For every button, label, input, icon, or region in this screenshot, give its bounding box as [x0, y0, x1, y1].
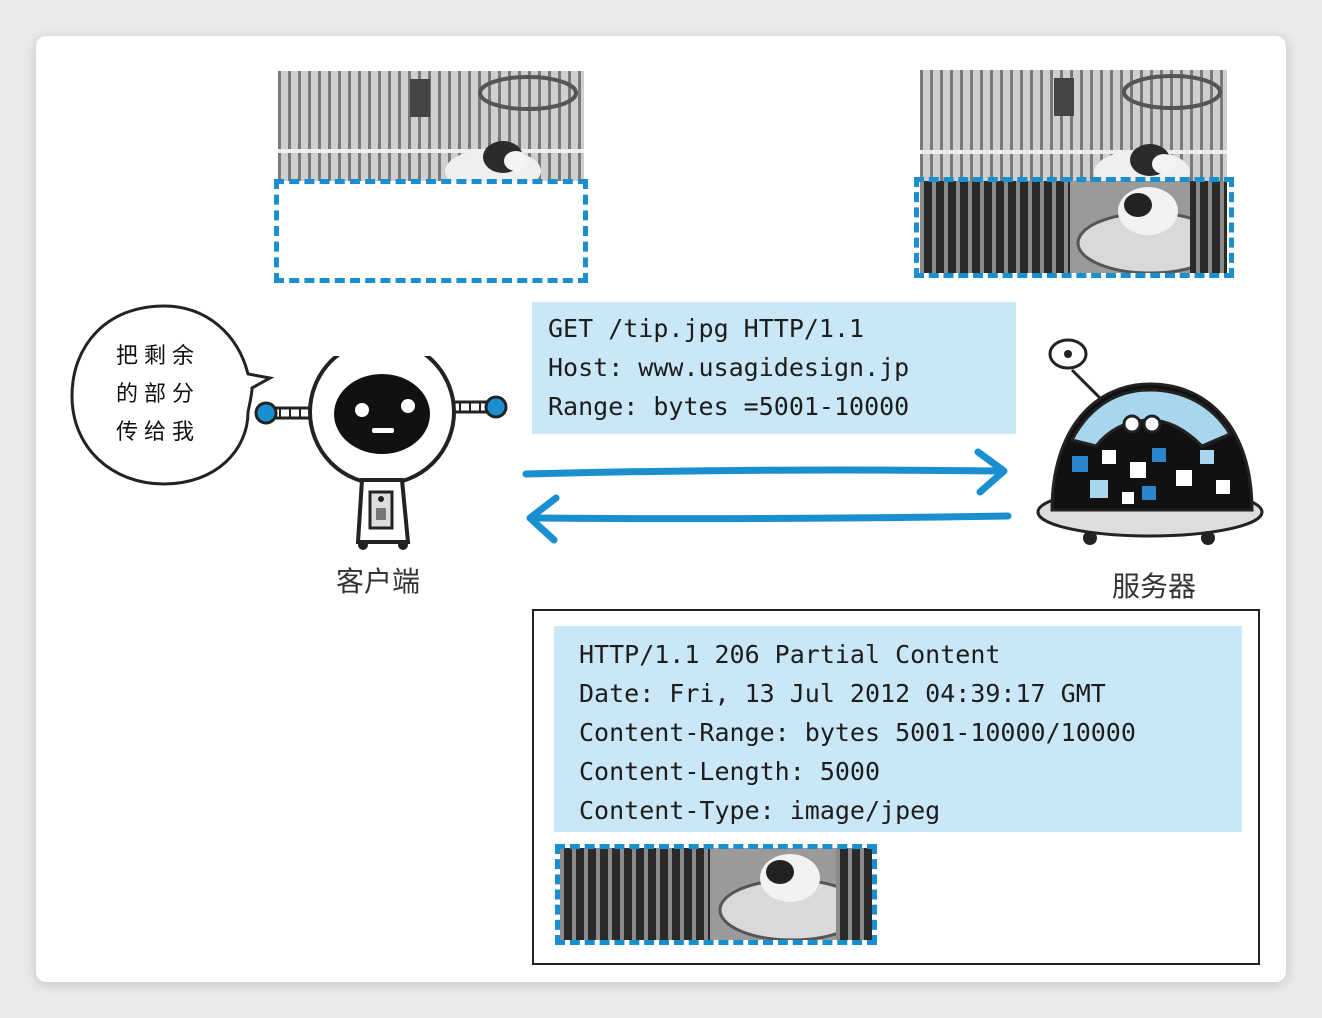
client-image-top-half	[278, 71, 584, 181]
speech-text: 把剩余 的部分 传给我	[116, 338, 200, 452]
request-message: GET /tip.jpg HTTP/1.1 Host: www.usagides…	[532, 302, 1016, 434]
client-robot-icon	[254, 356, 508, 550]
request-arrow	[522, 448, 1008, 496]
request-line: GET /tip.jpg HTTP/1.1	[548, 314, 865, 343]
response-content-type-header: Content-Type: image/jpeg	[579, 796, 941, 825]
response-message: HTTP/1.1 206 Partial Content Date: Fri, …	[554, 626, 1242, 832]
client-missing-bottom-half	[274, 179, 588, 283]
response-image-highlight	[555, 844, 877, 945]
server-robot-icon	[1036, 338, 1264, 545]
speech-line-2: 的部分	[116, 382, 201, 407]
server-image-bottom-half	[920, 181, 1227, 273]
request-range-header: Range: bytes =5001-10000	[548, 392, 910, 421]
client-label: 客户端	[336, 565, 421, 598]
request-host-header: Host: www.usagidesign.jp	[548, 353, 910, 382]
response-status-line: HTTP/1.1 206 Partial Content	[579, 640, 1001, 669]
speech-bubble	[70, 304, 275, 486]
speech-line-3: 传给我	[116, 420, 201, 445]
server-bottom-half-highlight	[914, 177, 1234, 278]
response-date-header: Date: Fri, 13 Jul 2012 04:39:17 GMT	[579, 679, 1106, 708]
response-content-length-header: Content-Length: 5000	[579, 757, 881, 786]
response-content-range-header: Content-Range: bytes 5001-10000/10000	[579, 718, 1136, 747]
server-label: 服务器	[1112, 570, 1197, 603]
response-arrow	[526, 494, 1012, 544]
speech-line-1: 把剩余	[116, 344, 201, 369]
response-image-partial	[560, 848, 872, 940]
server-image-top-half	[920, 70, 1227, 182]
